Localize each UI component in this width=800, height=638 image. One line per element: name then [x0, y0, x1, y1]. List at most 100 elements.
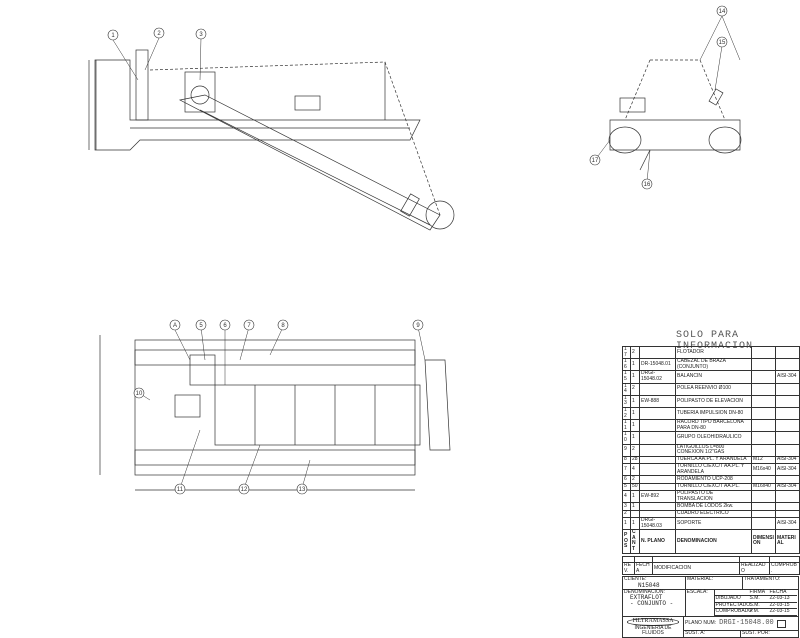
parts-cell-denominacion: RACORD TIPO BARCELONA PARA DN-80 — [675, 419, 752, 433]
balloons: 1 2 3 14 15 16 17 A 5 6 7 8 9 10 11 12 1… — [107, 5, 728, 495]
parts-cell-plano: EW-892 — [639, 490, 676, 504]
balloon-12: 12 — [241, 487, 248, 493]
parts-cell-dimension — [751, 419, 776, 433]
parts-cell-denominacion: POLEA REENVIO Ø100 — [675, 382, 752, 396]
parts-cell-dimension — [751, 443, 776, 457]
revision-table: REV. FECHA MODIFICACION REALIZADO COMPRO… — [622, 555, 800, 576]
parts-cell-material: AISI-304 — [775, 517, 800, 531]
parts-cell-plano: DRGI-15048.02 — [639, 370, 676, 384]
parts-cell-material — [775, 358, 800, 372]
parts-cell-cant: 1 — [630, 431, 640, 445]
parts-cell-pos: 4 — [622, 490, 631, 504]
parts-cell-dimension — [751, 394, 776, 408]
parts-row: 2 CUADRO ELECTRICO — [622, 509, 800, 519]
parts-cell-dimension: M12 — [751, 455, 776, 465]
parts-cell-cant: 2 — [630, 382, 640, 396]
parts-cell-denominacion: FLOTADOR — [675, 345, 752, 360]
parts-cell-denominacion: CABEZAL DE BRAZA (CONJUNTO) — [675, 358, 752, 372]
parts-cell-cant: 1 — [630, 394, 640, 408]
balloon-5: 5 — [199, 323, 203, 329]
header-dimension: DIMENSION — [751, 529, 776, 554]
parts-cell-plano: DR-15048.01 — [639, 358, 676, 372]
parts-cell-denominacion: LATIGUILLOS L=800 CONEXION 1/2"GAS — [675, 443, 752, 457]
parts-cell-pos: 16 — [622, 358, 631, 372]
parts-cell-cant: 1 — [630, 419, 640, 433]
sust-por-label: SUST. POR: — [740, 630, 799, 638]
parts-cell-cant: 1 — [630, 370, 640, 384]
parts-cell-cant: 2 — [630, 345, 640, 360]
parts-cell-pos: 15 — [622, 370, 631, 384]
comprobado-fecha: 22-03-15 — [769, 609, 798, 616]
parts-cell-dimension: M16x40 — [751, 482, 776, 492]
dibujado-label: DIBUJADO — [715, 596, 750, 603]
parts-cell-plano — [639, 502, 676, 511]
parts-cell-material: AISI-304 — [775, 370, 800, 384]
parts-cell-dimension — [751, 406, 776, 421]
comprobado-label: COMPROBADO — [715, 608, 753, 616]
parts-cell-material — [775, 509, 800, 519]
dibujado-firma: S.M. — [749, 596, 770, 603]
parts-cell-cant: 1 — [630, 358, 640, 372]
parts-cell-material — [775, 394, 800, 408]
parts-cell-material — [775, 502, 800, 511]
balloon-1: 1 — [111, 33, 115, 39]
side-view — [88, 49, 455, 231]
balloon-7: 7 — [247, 323, 251, 329]
dibujado-fecha: 22-03-13 — [769, 596, 798, 603]
rev-label: REV. — [622, 562, 635, 576]
realizado-label: REALIZADO — [739, 562, 770, 576]
header-material: MATERIAL — [775, 529, 800, 554]
parts-cell-pos: 13 — [622, 394, 631, 408]
parts-cell-pos: 10 — [622, 431, 631, 445]
parts-cell-cant: 2 — [630, 443, 640, 457]
parts-cell-cant: 50 — [630, 482, 640, 492]
parts-cell-material: AISI-304 — [775, 463, 800, 477]
balloon-3: 3 — [199, 32, 203, 38]
parts-cell-plano — [639, 443, 676, 457]
revision-box — [776, 619, 786, 628]
parts-cell-pos: 2 — [622, 509, 631, 519]
parts-cell-plano — [639, 382, 676, 396]
parts-cell-cant: 1 — [630, 517, 640, 531]
parts-cell-denominacion: GRUPO OLEOHIDRAULICO — [675, 431, 752, 445]
plan-view — [99, 335, 451, 491]
parts-cell-dimension — [751, 490, 776, 504]
proyectado-fecha: 22-03-15 — [769, 602, 798, 610]
balloon-2: 2 — [157, 31, 161, 37]
header-denominacion: DENOMINACION — [675, 529, 752, 554]
parts-cell-material — [775, 345, 800, 360]
logo-subtitle: INGENIERIA DE FLUIDOS — [634, 624, 672, 637]
parts-cell-plano — [639, 431, 676, 445]
header-cant: CANT — [630, 529, 640, 554]
balloon-14: 14 — [719, 9, 726, 15]
parts-cell-material — [775, 443, 800, 457]
parts-cell-plano — [639, 463, 676, 477]
parts-cell-dimension — [751, 431, 776, 445]
parts-cell-plano — [639, 345, 676, 360]
parts-cell-dimension — [751, 475, 776, 484]
parts-cell-pos: 11 — [622, 419, 631, 433]
parts-cell-denominacion: RODAMIENTO UCP-208 — [675, 475, 752, 484]
parts-cell-plano: EW-888 — [639, 394, 676, 408]
parts-cell-material: AISI-304 — [775, 482, 800, 492]
rev-fecha-label: FECHA — [634, 562, 653, 576]
parts-cell-dimension — [751, 358, 776, 372]
parts-cell-denominacion: CUADRO ELECTRICO — [675, 509, 752, 519]
parts-cell-plano — [639, 482, 676, 492]
parts-cell-dimension — [751, 370, 776, 384]
balloon-10: 10 — [136, 391, 143, 397]
parts-cell-denominacion: POLIPASTO DE TRANSLACION — [675, 490, 752, 504]
parts-header: POS CANT N. PLANO DENOMINACION DIMENSION… — [622, 529, 800, 554]
proyectado-firma: S.M. — [749, 602, 770, 610]
sust-a-label: SUST. A: — [683, 630, 741, 638]
